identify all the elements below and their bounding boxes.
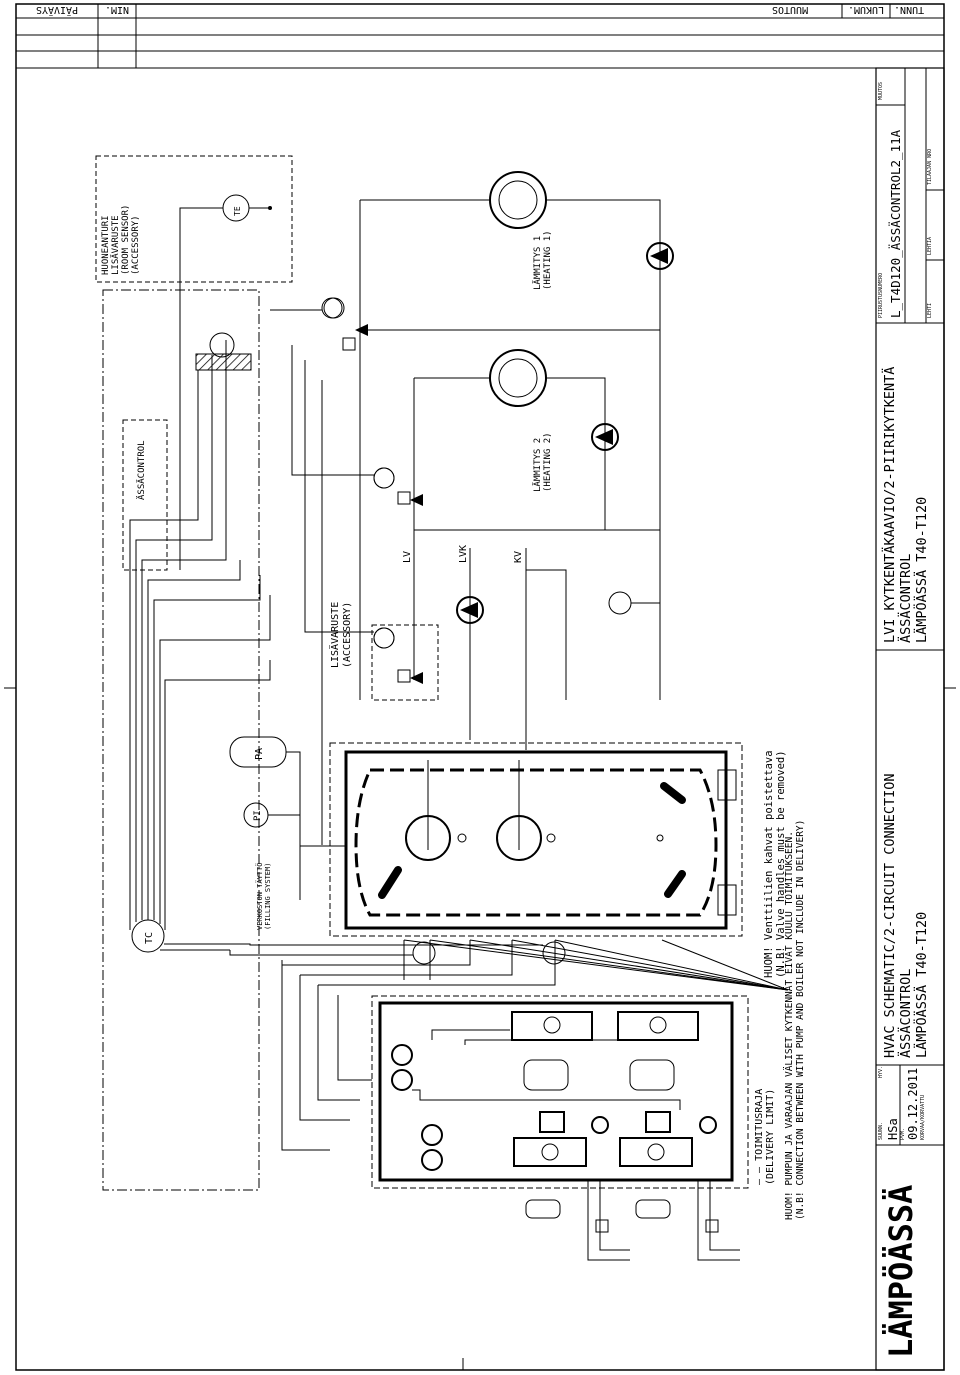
customer-number-label: TILAAJAN NRO (927, 149, 933, 185)
accessory-label-1: LISÄVARUSTE (328, 602, 341, 668)
delivery-limit-1: — — TOIMITUSRAJA (754, 1089, 765, 1185)
note-delivery-2: (N.B! CONNECTION BETWEEN WITH PUMP AND B… (795, 820, 806, 1220)
radiator-1-icon (489, 171, 547, 229)
logo: LÄMPÖÄSSÄ (882, 1185, 920, 1358)
room-sensor-group: HUONEANTURI LISÄVARUSTE (ROOM SENSOR) (A… (95, 155, 293, 570)
control-wiring (229, 309, 543, 956)
lvk-label: LVK (458, 545, 469, 563)
hp-pump-4-icon (421, 1149, 443, 1171)
sheets-label: LEHTIÄ (926, 237, 933, 255)
rev-header-lukum: LUKUM. (848, 4, 884, 15)
te-tank-2-icon (542, 941, 566, 965)
drawing-number-label: PIIRUSTUSNUMERO (878, 273, 884, 318)
heating-2-label-1: LÄMMITYS 2 (532, 438, 543, 492)
pressure-gauge-icon (608, 591, 632, 615)
water-lines: LV LVK KV (402, 545, 660, 750)
change-label: MUUTOS (878, 82, 884, 100)
assacontrol-box (122, 419, 168, 571)
room-sensor-label-3: (ROOM SENSOR) (121, 205, 131, 275)
date-label: PVM. (900, 1128, 906, 1140)
te-heating-1-icon (321, 297, 343, 319)
tc-text: TC (144, 932, 155, 944)
title-en-1: HVAC SCHEMATIC/2-CIRCUIT CONNECTION (882, 774, 898, 1058)
room-sensor-te-text: TE (233, 206, 242, 216)
drawn-label: SUUNN. (878, 1122, 884, 1140)
note-leaders (403, 939, 789, 991)
heating-1-label-2: (HEATING 1) (543, 230, 553, 290)
heat-pump-unit (371, 995, 749, 1189)
te-heating-2-icon (373, 467, 395, 489)
brine-components (525, 1180, 740, 1261)
accessory-label-2: (ACCESSORY) (342, 602, 353, 668)
filling-label-2: (FILLING SYSTEM) (264, 863, 272, 930)
note-delivery-1: HUOM! PUMPUN JA VARAAJAN VÄLISET KYTKENN… (784, 831, 795, 1220)
pump-heating-2-icon (591, 423, 619, 451)
replaces-label: KORVAA/KORVATTU (920, 1095, 926, 1140)
te-icon (209, 332, 235, 358)
drawn-by: HSa (886, 1118, 900, 1140)
delivery-limit-2: (DELIVERY LIMIT) (765, 1089, 776, 1185)
rev-header-muutos: MUUTOS (772, 4, 808, 15)
room-sensor-label-1: HUONEANTURI (101, 215, 111, 275)
drawing-number: L_T4D120_ÄSSÄCONTROL2_11A (888, 129, 903, 318)
title-en-2: ÄSSÄCONTROL (896, 969, 914, 1058)
room-sensor-label-4: (ACCESSORY) (131, 215, 141, 275)
heating-1-label-1: LÄMMITYS 1 (532, 236, 543, 290)
revision-table: TUNN. LUKUM. MUUTOS NIM. PÄIVÄYS (16, 4, 944, 69)
radiator-2-icon (489, 349, 547, 407)
hp-pump-3-icon (421, 1124, 443, 1146)
temperature-sensors (321, 297, 566, 965)
pi-text: PI (253, 810, 263, 821)
title-en-3: LÄMPÖÄSSÄ T40-T120 (912, 912, 930, 1058)
rev-header-nim: NIM. (105, 4, 129, 15)
control-dashdot-box (102, 289, 260, 1191)
heating-1-circuit: LÄMMITYS 1 (HEATING 1) (359, 171, 674, 700)
title-fi-1: LVI KYTKENTÄKAAVIO/2-PIIRIKYTKENTÄ (880, 367, 898, 643)
lv-label: LV (402, 551, 413, 563)
heating-2-label-2: (HEATING 2) (543, 432, 553, 492)
approved-label: HYV. (878, 1066, 884, 1078)
rev-header-paivays: PÄIVÄYS (36, 4, 78, 17)
pump-heating-1-icon (646, 242, 674, 270)
filling-label-1: VERKOSTON TÄYTTÖ (255, 863, 264, 930)
storage-tank (329, 742, 743, 937)
hp-pump-2-icon (391, 1069, 413, 1091)
date-value: 09.12.2011 (906, 1068, 920, 1140)
title-block: LÄMPÖÄSSÄ SUUNN. HSa HYV. PVM. 09.12.201… (875, 67, 945, 1371)
heating-2-circuit: LÄMMITYS 2 (HEATING 2) (413, 349, 660, 680)
te-accessory-icon (373, 627, 395, 649)
title-fi-2: ÄSSÄCONTROL (896, 554, 914, 643)
title-fi-3: LÄMPÖÄSSÄ T40-T120 (912, 497, 930, 643)
sheet-label: LEHTI (927, 303, 933, 318)
te-outdoor-sensor (195, 332, 252, 371)
note-valves-2: (N.B! Valve handles must be removed) (775, 750, 787, 978)
accessory-box (371, 624, 439, 701)
assacontrol-label: ÄSSÄCONTROL (136, 440, 147, 500)
lvk-pump-icon (456, 596, 484, 624)
kv-label: KV (513, 551, 524, 563)
room-sensor-label-2: LISÄVARUSTE (110, 215, 121, 275)
rev-header-tunn: TUNN. (894, 4, 924, 15)
te-tank-1-icon (412, 941, 436, 965)
tank-to-hp-pipes (281, 940, 556, 1151)
note-valves-1: HUOM! Venttiilien kahvat poistettava (763, 750, 775, 978)
pa-text: PA (254, 748, 265, 760)
tc-controller: TC (129, 340, 271, 953)
pressure-group: PA PI VERKOSTON TÄYTTÖ (FILLING SYSTEM) (229, 736, 345, 930)
hp-pump-1-icon (391, 1044, 413, 1066)
